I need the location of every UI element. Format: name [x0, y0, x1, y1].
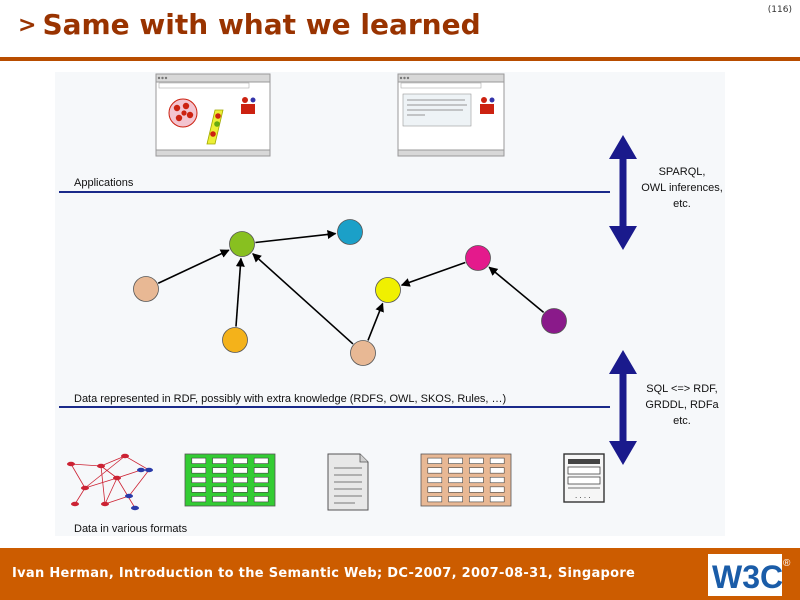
slide-title-text: Same with what we learned	[42, 8, 481, 41]
burst-icon	[168, 98, 198, 128]
graph-edge	[367, 302, 384, 341]
w3c-logo-text: W3C	[712, 559, 783, 595]
graph-node	[337, 219, 363, 245]
graph-node	[541, 308, 567, 334]
footer-credit: Ivan Herman, Introduction to the Semanti…	[12, 566, 636, 581]
dna-icon	[206, 109, 224, 145]
diagram-canvas: Applications Data represented in RDF, po…	[55, 72, 725, 536]
form-document-icon: . . . .	[563, 453, 605, 503]
molecule-icon	[480, 97, 495, 114]
graph-edge	[235, 257, 245, 327]
graph-node	[350, 340, 376, 366]
footer-bar: Ivan Herman, Introduction to the Semanti…	[0, 548, 800, 600]
browser-window-left	[155, 73, 271, 157]
bottom-arrow-label-1: SQL <=> RDF,	[646, 383, 717, 395]
browser-window-right	[397, 73, 505, 157]
double-arrow-bottom-icon	[609, 350, 637, 465]
document-icon	[327, 453, 369, 511]
graph-node	[375, 277, 401, 303]
graph-edge	[400, 261, 466, 287]
top-arrow-label-1: SPARQL,	[659, 166, 706, 178]
title-divider	[0, 57, 800, 61]
page-number: (116)	[767, 5, 792, 15]
molecule-icon	[241, 97, 256, 114]
graph-node	[229, 231, 255, 257]
rdf-layer-label: Data represented in RDF, possibly with e…	[74, 393, 506, 405]
diagram: Applications Data represented in RDF, po…	[55, 72, 725, 536]
applications-label: Applications	[74, 177, 134, 189]
graph-node	[133, 276, 159, 302]
graph-edge	[255, 230, 337, 244]
title-marker: >	[18, 13, 37, 38]
spreadsheet-green-icon	[184, 453, 276, 507]
rdf-graph-edges	[157, 230, 545, 345]
w3c-logo: W3C ®	[708, 554, 791, 596]
bottom-arrow-label-2: GRDDL, RDFa	[645, 399, 719, 411]
formats-label: Data in various formats	[74, 523, 188, 535]
svg-text:. . . .: . . . .	[575, 491, 591, 500]
spreadsheet-tan-icon	[420, 453, 512, 507]
rdf-graph-nodes	[133, 219, 567, 366]
slide-title: >Same with what we learned	[18, 8, 481, 41]
graph-edge	[157, 249, 230, 284]
graph-edge	[488, 266, 545, 314]
w3c-registered-mark: ®	[783, 558, 791, 569]
slide-header: >Same with what we learned (116)	[0, 0, 800, 58]
top-arrow-label-2: OWL inferences,	[641, 182, 723, 194]
bottom-arrow-label-3: etc.	[673, 415, 691, 427]
graph-edge	[252, 253, 354, 345]
network-graph-icon	[67, 453, 153, 511]
top-arrow-label-3: etc.	[673, 198, 691, 210]
graph-node	[465, 245, 491, 271]
graph-node	[222, 327, 248, 353]
double-arrow-top-icon	[609, 135, 637, 250]
